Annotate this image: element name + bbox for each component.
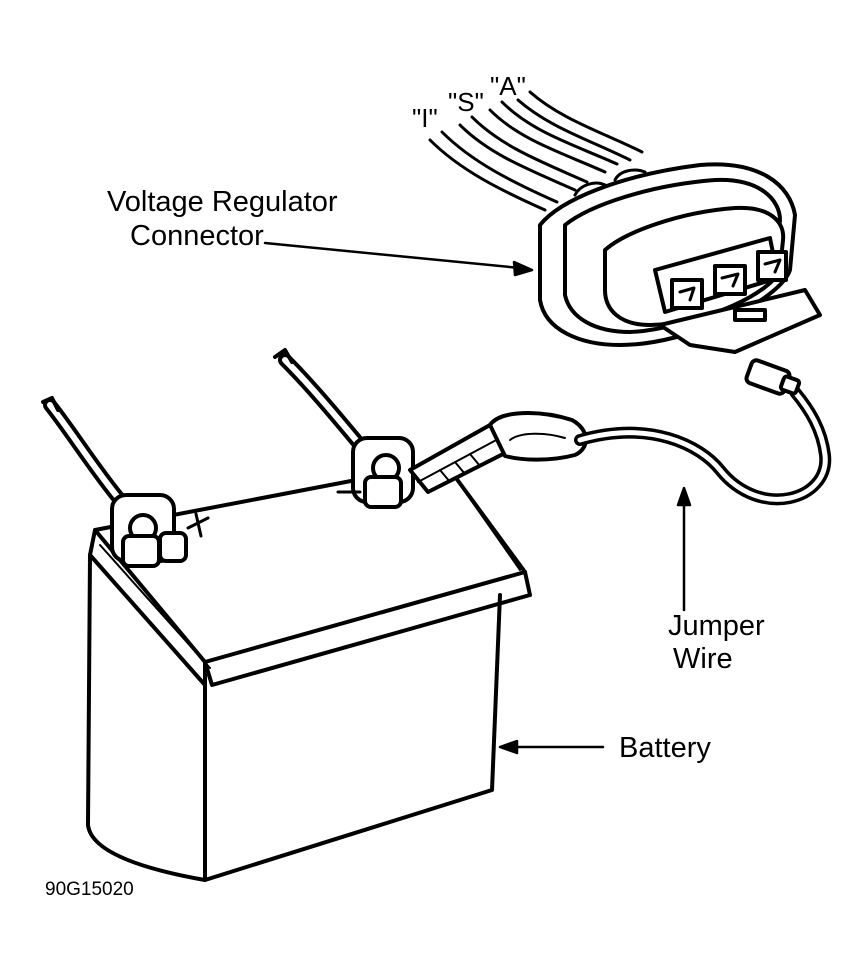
regulator-connector: [538, 162, 822, 354]
pin-i-label: "I": [412, 103, 438, 133]
battery-label: Battery: [619, 732, 711, 764]
connector-wires: [428, 90, 644, 212]
jumper-wire: [574, 358, 832, 506]
regulator-label-line2: Connector: [130, 220, 264, 252]
regulator-leader-line: [263, 241, 522, 270]
leader-arrows: [263, 241, 692, 755]
figure-code: 90G15020: [45, 879, 134, 900]
positive-terminal-cable: [273, 348, 415, 509]
regulator-arrowhead: [512, 260, 534, 277]
pin-s-label: "S": [448, 87, 484, 117]
negative-terminal-cable: [41, 396, 210, 568]
regulator-label-line1: Voltage Regulator: [107, 186, 338, 218]
jumper-label-line1: Jumper: [668, 610, 765, 642]
jumper-arrowhead: [676, 486, 692, 507]
battery-arrowhead: [498, 739, 519, 755]
jumper-label-line2: Wire: [673, 643, 733, 675]
battery: [86, 461, 532, 882]
alligator-clip: [408, 411, 588, 494]
pin-a-label: "A": [490, 71, 526, 101]
